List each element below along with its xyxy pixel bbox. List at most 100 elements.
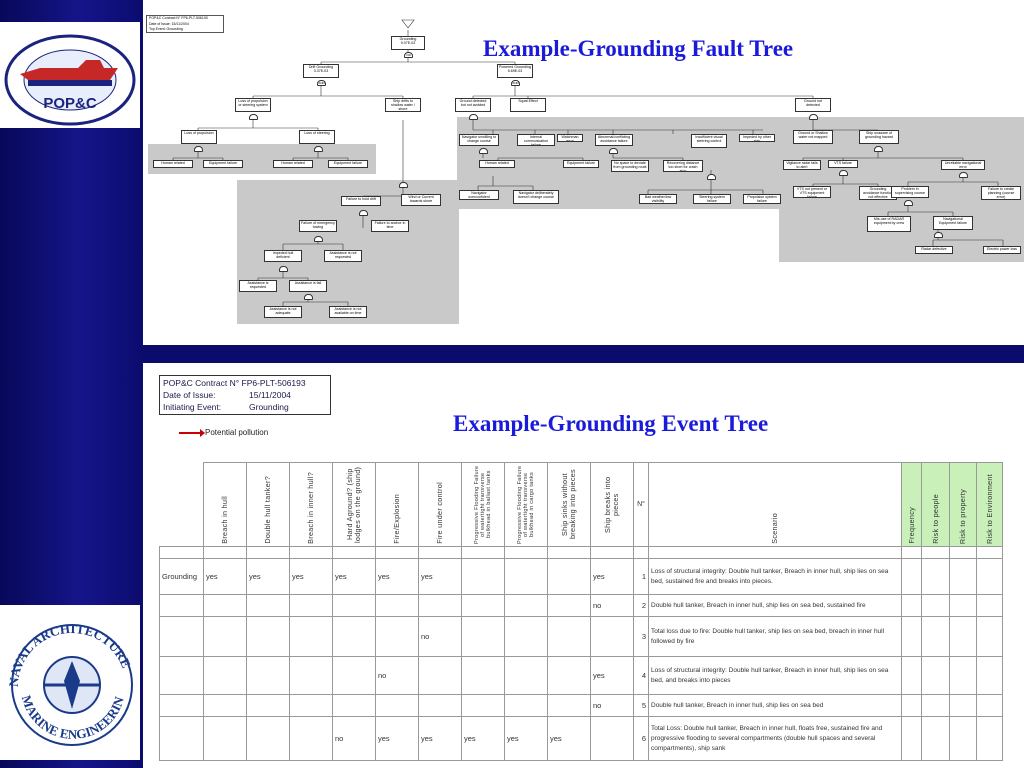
or-gate-icon xyxy=(359,210,368,216)
event-tree-header: Risk to property xyxy=(949,462,977,547)
branch-cell xyxy=(246,716,290,761)
risk-cell xyxy=(976,558,1003,595)
scenario-description: Loss of structural integrity: Double hul… xyxy=(648,558,902,595)
event-tree-header: Ship breaks into pieces xyxy=(590,462,634,547)
fault-tree-event: Failure to hold drift xyxy=(341,196,381,206)
or-gate-icon xyxy=(839,170,848,176)
branch-cell: yes xyxy=(418,716,462,761)
branch-cell xyxy=(418,694,462,717)
initiating-event-cell xyxy=(159,694,204,717)
branch-cell xyxy=(203,594,247,617)
branch-cell: no xyxy=(375,656,419,695)
issue-value: 15/11/2004 xyxy=(249,390,291,400)
fault-tree-connectors xyxy=(172,19,1004,308)
scenario-description: Total Loss: Double hull tanker, Breach i… xyxy=(648,716,902,761)
fault-tree-info-box: POP&C Contract N° FP6-PLT-506193 Date of… xyxy=(146,15,224,33)
event-tree-info-box: POP&C Contract N° FP6-PLT-506193 Date of… xyxy=(159,375,331,415)
initiating-event-cell xyxy=(159,656,204,695)
branch-cell xyxy=(375,594,419,617)
risk-cell xyxy=(949,716,977,761)
branch-cell: yes xyxy=(203,558,247,595)
or-gate-icon xyxy=(959,172,968,178)
branch-cell xyxy=(375,616,419,657)
branch-cell: yes xyxy=(418,558,462,595)
risk-cell xyxy=(901,558,922,595)
risk-cell xyxy=(976,694,1003,717)
branch-cell xyxy=(504,656,548,695)
branch-cell: yes xyxy=(504,716,548,761)
branch-cell xyxy=(547,558,591,595)
fault-tree-event: Loss of propulsion xyxy=(181,130,217,144)
branch-cell: yes xyxy=(332,558,376,595)
branch-cell xyxy=(504,558,548,595)
event-tree-header: Hard Aground? (ship lodges on the ground… xyxy=(332,462,376,547)
event-tree-header: Risk to Environment xyxy=(976,462,1003,547)
branch-cell: no xyxy=(418,616,462,657)
risk-cell xyxy=(976,656,1003,695)
fault-tree-event: Human related xyxy=(273,160,313,168)
fault-tree-event: Steering system failure xyxy=(693,194,731,204)
red-arrow-icon xyxy=(179,428,205,437)
fault-tree-event: Assistance is not available on time xyxy=(329,306,367,318)
branch-cell xyxy=(461,594,505,617)
risk-cell xyxy=(921,558,950,595)
branch-cell: no xyxy=(590,694,634,717)
or-gate-icon xyxy=(609,148,618,154)
event-tree-panel: POP&C Contract N° FP6-PLT-506193 Date of… xyxy=(143,363,1024,768)
risk-cell xyxy=(976,616,1003,657)
scenario-description: Total loss due to fire: Double hull tank… xyxy=(648,616,902,657)
table-spacer-row xyxy=(159,546,1003,559)
potential-pollution-legend: Potential pollution xyxy=(179,428,268,437)
legend-label: Potential pollution xyxy=(205,428,269,437)
risk-cell xyxy=(901,694,922,717)
issue-label: Date of Issue: xyxy=(163,390,216,400)
event-tree-header: Breach in hull xyxy=(203,462,247,547)
branch-cell xyxy=(461,616,505,657)
branch-cell: no xyxy=(332,716,376,761)
branch-cell xyxy=(547,694,591,717)
fault-tree-event: Squat Effect xyxy=(510,98,546,112)
branch-cell xyxy=(547,594,591,617)
fault-tree-event: Impeded by other ship xyxy=(739,134,775,142)
fault-tree-event: Problem in supervising course xyxy=(891,186,929,198)
or-gate-icon xyxy=(314,146,323,152)
fault-tree-panel: POP&C Contract N° FP6-PLT-506193 Date of… xyxy=(143,0,1024,345)
scenario-number: 4 xyxy=(633,656,649,695)
branch-cell xyxy=(203,694,247,717)
or-gate-icon xyxy=(707,174,716,180)
fault-tree-event: No space to deviate from grounding route xyxy=(611,160,649,172)
fault-tree-event: VTS failure xyxy=(828,160,858,168)
fault-tree-event: Unreliable navigational error xyxy=(941,160,985,170)
risk-cell xyxy=(921,616,950,657)
naval-logo-graphic: NAVAL ARCHITECTURE MARINE ENGINEERING xyxy=(0,593,134,746)
branch-cell xyxy=(375,694,419,717)
fault-tree-event: Ship drifts to shallow water / shore xyxy=(385,98,421,112)
fault-tree-event: Ground detected but not avoided xyxy=(455,98,491,112)
fault-tree-event: Failure to anchor in time xyxy=(371,220,409,232)
and-gate-icon xyxy=(279,266,288,272)
risk-cell xyxy=(976,594,1003,617)
branch-cell: yes xyxy=(590,656,634,695)
branch-cell: yes xyxy=(375,716,419,761)
scenario-description: Double hull tanker, Breach in inner hull… xyxy=(648,694,902,717)
fault-tree-event: Mis-use of RADAR equipment by crew xyxy=(867,216,911,232)
branch-cell xyxy=(289,716,333,761)
scenario-number: 3 xyxy=(633,616,649,657)
risk-cell xyxy=(921,694,950,717)
or-gate-icon xyxy=(249,114,258,120)
or-gate-icon xyxy=(809,114,818,120)
fault-tree-event: Ship unaware of grounding hazard xyxy=(859,130,899,144)
branch-cell xyxy=(418,594,462,617)
branch-cell xyxy=(203,716,247,761)
branch-cell xyxy=(461,694,505,717)
fault-tree-event: Human related xyxy=(479,160,515,168)
risk-cell xyxy=(949,694,977,717)
risk-cell xyxy=(949,656,977,695)
fault-tree-event: Radar defective xyxy=(915,246,953,254)
event-tree-header: Scenario xyxy=(648,462,902,547)
fault-tree-region xyxy=(148,144,266,174)
fault-tree-event: Assistance is fail xyxy=(289,280,327,292)
popc-logo: POP&C xyxy=(0,22,140,128)
